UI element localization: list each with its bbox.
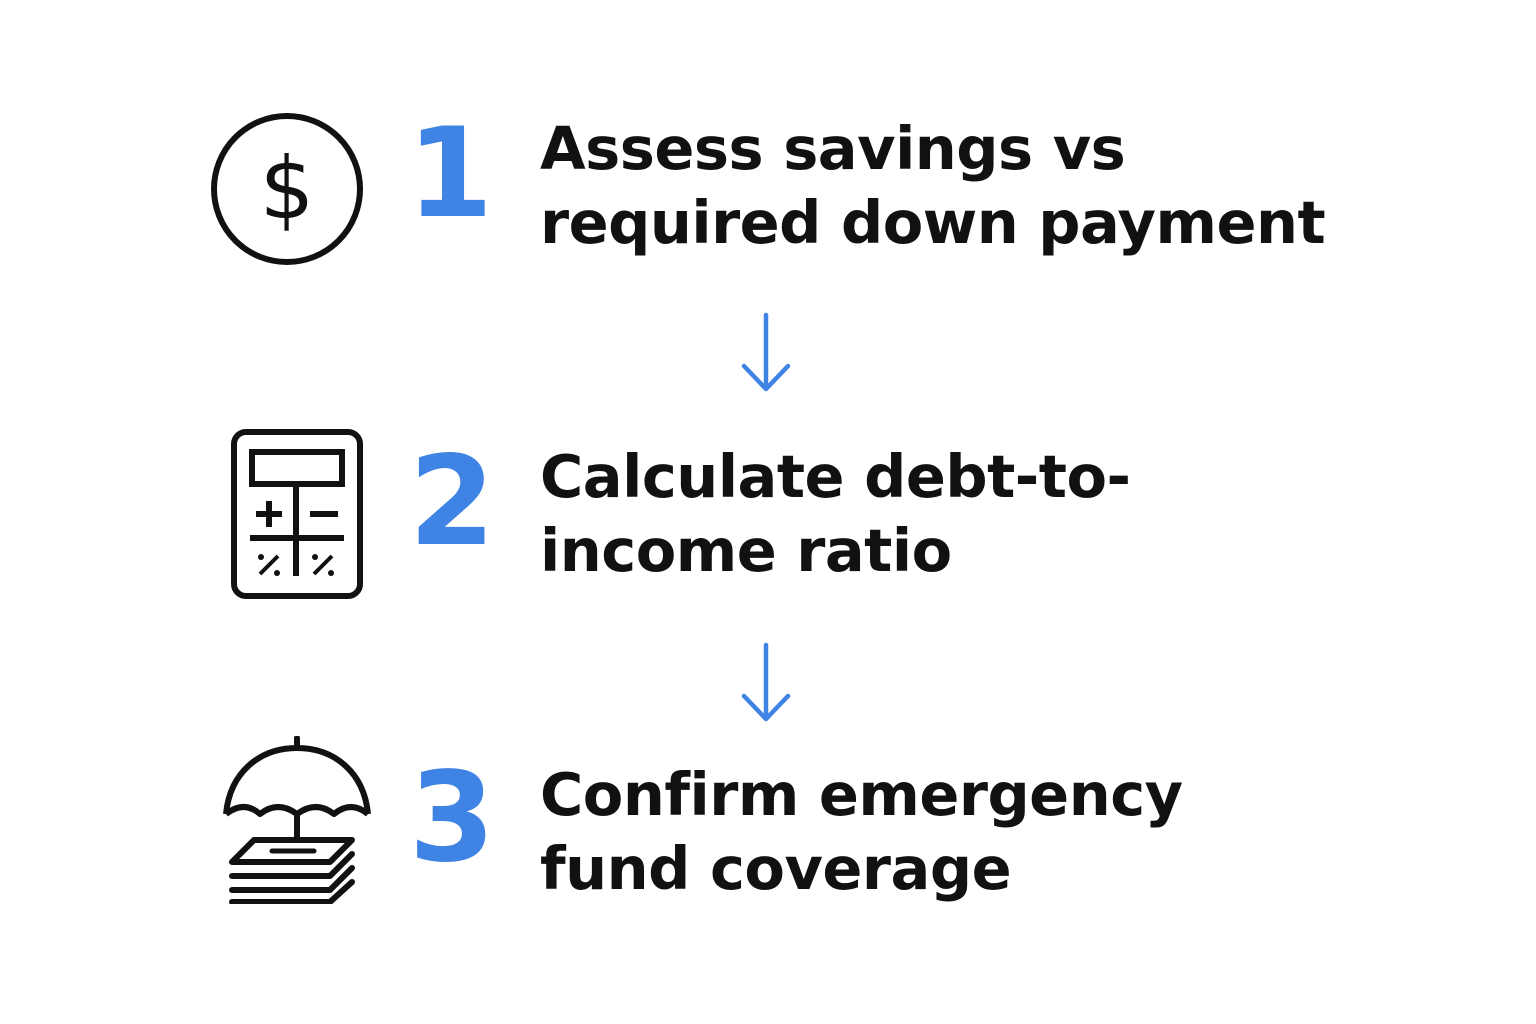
step-number: 1 bbox=[406, 102, 494, 246]
step-number: 2 bbox=[408, 430, 496, 574]
step-number: 3 bbox=[408, 746, 496, 890]
calculator-icon bbox=[230, 428, 364, 600]
step-label-line: fund coverage bbox=[540, 834, 1012, 903]
down-arrow-icon bbox=[740, 312, 792, 398]
down-arrow-icon bbox=[740, 642, 792, 728]
umbrella-cash-icon bbox=[220, 736, 372, 904]
step-label-line: required down payment bbox=[540, 188, 1326, 257]
step-label: Assess savings vs required down payment bbox=[540, 112, 1326, 260]
step-label: Confirm emergency fund coverage bbox=[540, 758, 1183, 906]
step-label: Calculate debt-to- income ratio bbox=[540, 440, 1131, 588]
svg-text:$: $ bbox=[260, 139, 315, 239]
step-label-line: Calculate debt-to- bbox=[540, 442, 1131, 511]
dollar-circle-icon: $ bbox=[210, 112, 364, 266]
step-label-line: Assess savings vs bbox=[540, 114, 1126, 183]
step-label-line: Confirm emergency bbox=[540, 760, 1183, 829]
step-label-line: income ratio bbox=[540, 516, 952, 585]
